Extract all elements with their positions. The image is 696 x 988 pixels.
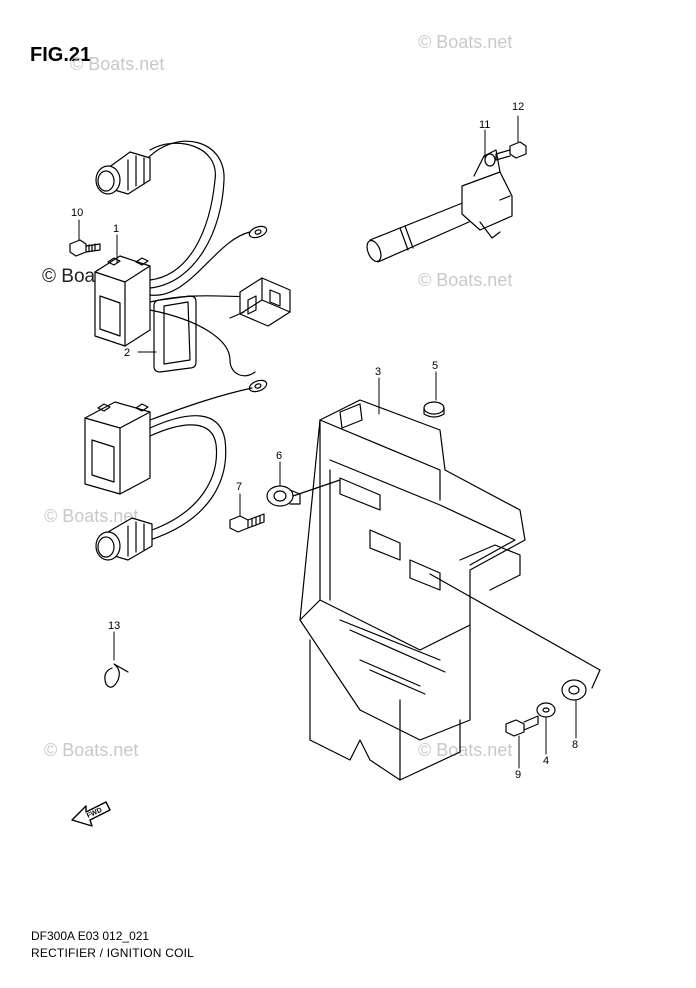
bolt-9 — [505, 715, 539, 737]
bracket-case — [299, 399, 526, 781]
wire-harness-lower — [149, 379, 268, 541]
callout-4: 4 — [543, 755, 549, 767]
callout-9: 9 — [515, 769, 521, 781]
callout-numbers: 1 2 3 4 5 6 7 8 9 10 11 12 13 — [71, 101, 578, 781]
diagram-caption: RECTIFIER / IGNITION COIL — [31, 946, 195, 960]
callout-11: 11 — [479, 119, 490, 131]
callout-7: 7 — [236, 481, 242, 493]
grommet-6 — [266, 485, 301, 507]
callout-1: 1 — [113, 223, 119, 235]
watermark: © Boats.net — [44, 506, 139, 526]
figure-title: FIG.21 — [30, 44, 92, 66]
washer-4 — [536, 702, 556, 718]
watermark: © Boats.net — [418, 740, 513, 760]
fwd-arrow-icon: FWD — [71, 801, 111, 827]
callout-6: 6 — [276, 450, 282, 462]
wire-harness-upper — [147, 140, 268, 377]
coupler-center — [229, 277, 291, 327]
watermark: © Boats.net — [44, 740, 139, 760]
clip-13 — [104, 663, 129, 688]
watermark: © Boats.net — [418, 270, 513, 290]
watermark: © Boats.net — [418, 32, 513, 52]
grommet-8 — [561, 679, 587, 701]
rectifier-lower — [84, 401, 151, 495]
rectifier-upper — [94, 255, 151, 347]
gasket — [153, 295, 197, 373]
grommet-5 — [423, 401, 445, 418]
assembly-line-6 — [292, 479, 341, 497]
connector-upper — [95, 151, 151, 195]
callout-3: 3 — [375, 366, 381, 378]
callout-2: 2 — [124, 347, 130, 359]
callout-8: 8 — [572, 739, 578, 751]
callout-12: 12 — [512, 101, 524, 113]
callout-13: 13 — [108, 620, 120, 632]
callout-5: 5 — [432, 360, 438, 372]
bolt-7 — [229, 513, 265, 533]
gasket-inner — [163, 301, 191, 365]
diagram-code: DF300A E03 012_021 — [31, 929, 150, 943]
assembly-line-8 — [429, 573, 601, 689]
ignition-coil — [366, 149, 513, 263]
bolt-12 — [495, 141, 527, 161]
watermark: © Boats.net — [70, 54, 165, 74]
connector-lower — [95, 517, 153, 561]
bolt-10 — [69, 239, 101, 257]
callout-10: 10 — [71, 207, 83, 219]
leader-lines — [78, 115, 577, 769]
